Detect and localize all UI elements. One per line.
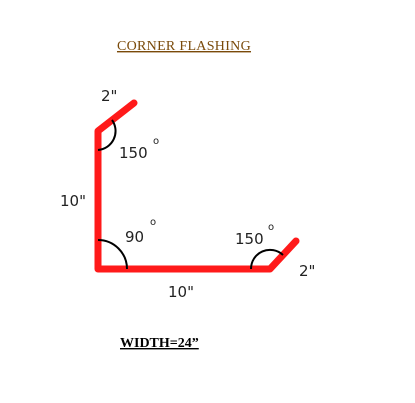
diagram-title: CORNER FLASHING <box>117 39 251 54</box>
right-bend-angle-label: 150 <box>235 230 264 248</box>
corner-bend-arc <box>97 239 128 270</box>
flashing-profile <box>94 99 300 273</box>
corner-bend-angle-label: 90 <box>125 228 144 246</box>
top-bend-angle-label: 150 <box>119 144 148 162</box>
right-lip-label: 2" <box>299 262 315 280</box>
corner-bend-degree-mark: o <box>150 217 156 228</box>
right-bend-arc <box>249 248 284 270</box>
width-label: WIDTH=24” <box>120 336 199 351</box>
top-lip-label: 2" <box>101 87 117 105</box>
right-bend-degree-mark: o <box>268 222 274 233</box>
top-bend-degree-mark: o <box>153 136 159 147</box>
vertical-leg-label: 10" <box>60 192 86 210</box>
horizontal-leg-label: 10" <box>168 283 194 301</box>
top-bend-arc <box>97 119 117 151</box>
